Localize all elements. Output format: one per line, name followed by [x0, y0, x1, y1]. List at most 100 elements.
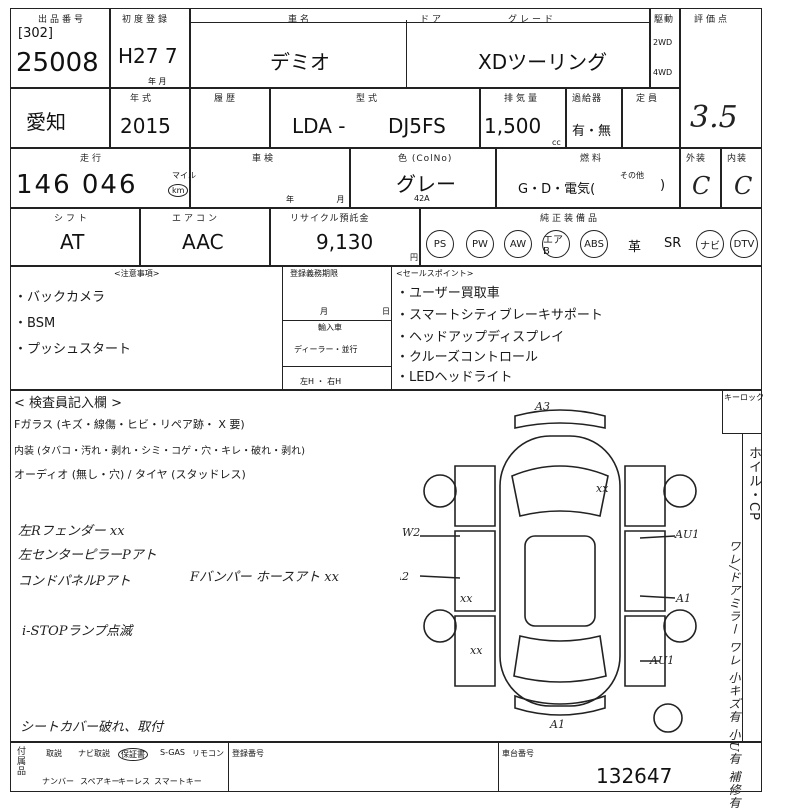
grade-header: グレード: [508, 15, 557, 25]
footer-area: [10, 742, 762, 792]
reg-month: 月: [320, 307, 328, 316]
mileage-mile: マイル: [172, 171, 196, 180]
right-front-tire-shape: [663, 474, 697, 508]
handwritten-note: 左Rフェンダー xx: [18, 524, 125, 539]
first-reg-header: 初度登録: [122, 15, 171, 25]
score-cell: [680, 8, 762, 148]
car-divider: [406, 20, 407, 88]
mileage-cell: [10, 148, 190, 208]
handwritten-note: 左センターピラーPアト: [18, 548, 157, 563]
rear-bumper-shape: [514, 694, 606, 716]
fuel-value: G・D・電気(: [518, 182, 596, 197]
car-cell: [190, 8, 650, 88]
car-name: デミオ: [270, 50, 330, 74]
wheel-text: ホイル・CP: [746, 446, 761, 521]
fuel-other: その他: [620, 171, 644, 180]
handwritten-note: i-STOPランプ点滅: [22, 624, 133, 639]
model-cell: [270, 88, 480, 148]
damage-label: A1: [549, 718, 565, 731]
model-header: 型式: [356, 94, 381, 104]
recycle-unit: 円: [410, 253, 418, 262]
right-rear-tire-shape: [663, 609, 697, 643]
front-bumper-shape: [514, 409, 606, 429]
inspector-header: < 検査員記入欄 >: [14, 396, 123, 411]
model-prefix: LDA -: [292, 114, 346, 138]
drive-cell: [650, 8, 680, 88]
grade-value: XDツーリング: [478, 50, 608, 74]
footer-label: スペアキー: [80, 777, 120, 786]
right-rear-fender-shape: [624, 615, 666, 687]
damage-label: AU1: [674, 528, 699, 541]
shift-header: シフト: [54, 214, 91, 224]
footer-label: キーレス: [118, 777, 150, 786]
drive-2wd: 2WD: [653, 38, 673, 47]
equipment-cell: [420, 208, 762, 266]
inspector-line-interior: 内装 (タバコ・汚れ・剥れ・シミ・コゲ・穴・キレ・破れ・剥れ): [14, 446, 305, 457]
handwritten-note: コンドパネルPアト: [18, 574, 131, 589]
car-body-shape: [499, 435, 621, 707]
shift-value: AT: [60, 230, 85, 254]
equip-pw: PW: [466, 230, 494, 258]
aircon-header: エアコン: [172, 214, 221, 224]
year-header: 年式: [130, 94, 155, 104]
equip-sr: SR: [664, 236, 682, 251]
inspector-area: [10, 390, 762, 742]
equip-abs: ABS: [580, 230, 608, 258]
footer-label: 取説: [46, 749, 62, 758]
damage-label: A3: [534, 400, 550, 413]
recycle-cell: [270, 208, 420, 266]
equipment-header: 純正装備品: [540, 214, 601, 224]
equip-ps: PS: [426, 230, 454, 258]
region-value: 愛知: [26, 110, 66, 134]
left-front-tire-shape: [423, 474, 457, 508]
door-header: ドア: [420, 15, 445, 25]
lot-header: 出品番号: [38, 15, 87, 25]
color-header: 色 (ColNo): [398, 154, 453, 164]
left-rear-fender-shape: [454, 615, 496, 687]
year-cell: [110, 88, 190, 148]
registration-box: [282, 266, 392, 390]
footer-label: ナビ取説: [78, 749, 110, 758]
exterior-cell: [680, 148, 721, 208]
sales-item: ・ヘッドアップディスプレイ: [396, 330, 565, 345]
inspection-unit: 年 月: [286, 195, 365, 204]
right-front-fender-shape: [624, 465, 666, 527]
note-item: ・バックカメラ: [14, 290, 106, 305]
turbo-value: 有・無: [572, 124, 612, 139]
rear-window-shape: [513, 635, 607, 683]
inspector-line-glass: Fガラス (キズ・線傷・ヒビ・リペア跡・ X 要): [14, 418, 245, 431]
inspection-cell: [190, 148, 350, 208]
recycle-header: リサイクル預託金: [290, 214, 370, 224]
lot-cell: [10, 8, 110, 88]
turbo-header: 過給器: [572, 94, 603, 104]
spare-tire-shape: [653, 703, 683, 733]
damage-label: AU1: [649, 654, 674, 667]
sales-item: ・LEDヘッドライト: [396, 370, 513, 385]
footer-label: リモコン: [192, 749, 224, 758]
import-header: 輸入車: [318, 323, 342, 332]
equip-airbag: エアB: [542, 230, 570, 258]
lot-small: [302]: [18, 26, 53, 41]
right-column-hand: ワレ/ドアミラー ワレ 小キズ有 小U有 補修有: [727, 540, 741, 809]
displacement-header: 排気量: [504, 94, 541, 104]
aircon-cell: [140, 208, 270, 266]
turbo-cell: [566, 88, 622, 148]
capacity-cell: [622, 88, 680, 148]
interior-value: C: [734, 172, 753, 200]
damage-label: A2: [400, 570, 409, 583]
score-header: 評価点: [694, 15, 731, 25]
handwritten-note: シートカバー破れ、取付: [20, 720, 164, 735]
equip-dtv: DTV: [730, 230, 758, 258]
mileage-unit: km: [168, 184, 189, 197]
region-cell: [10, 88, 110, 148]
damage-mark: xx: [470, 644, 483, 657]
interior-cell: [721, 148, 762, 208]
history-cell: [190, 88, 270, 148]
dealer-text: ディーラー・並行: [294, 345, 358, 354]
sales-item: ・スマートシティブレーキサポート: [396, 308, 603, 323]
interior-header: 内装: [727, 154, 748, 164]
inspection-header: 車検: [252, 154, 277, 164]
sales-header: <セールスポイント>: [396, 269, 474, 278]
footer-label: 車台番号: [502, 749, 534, 758]
